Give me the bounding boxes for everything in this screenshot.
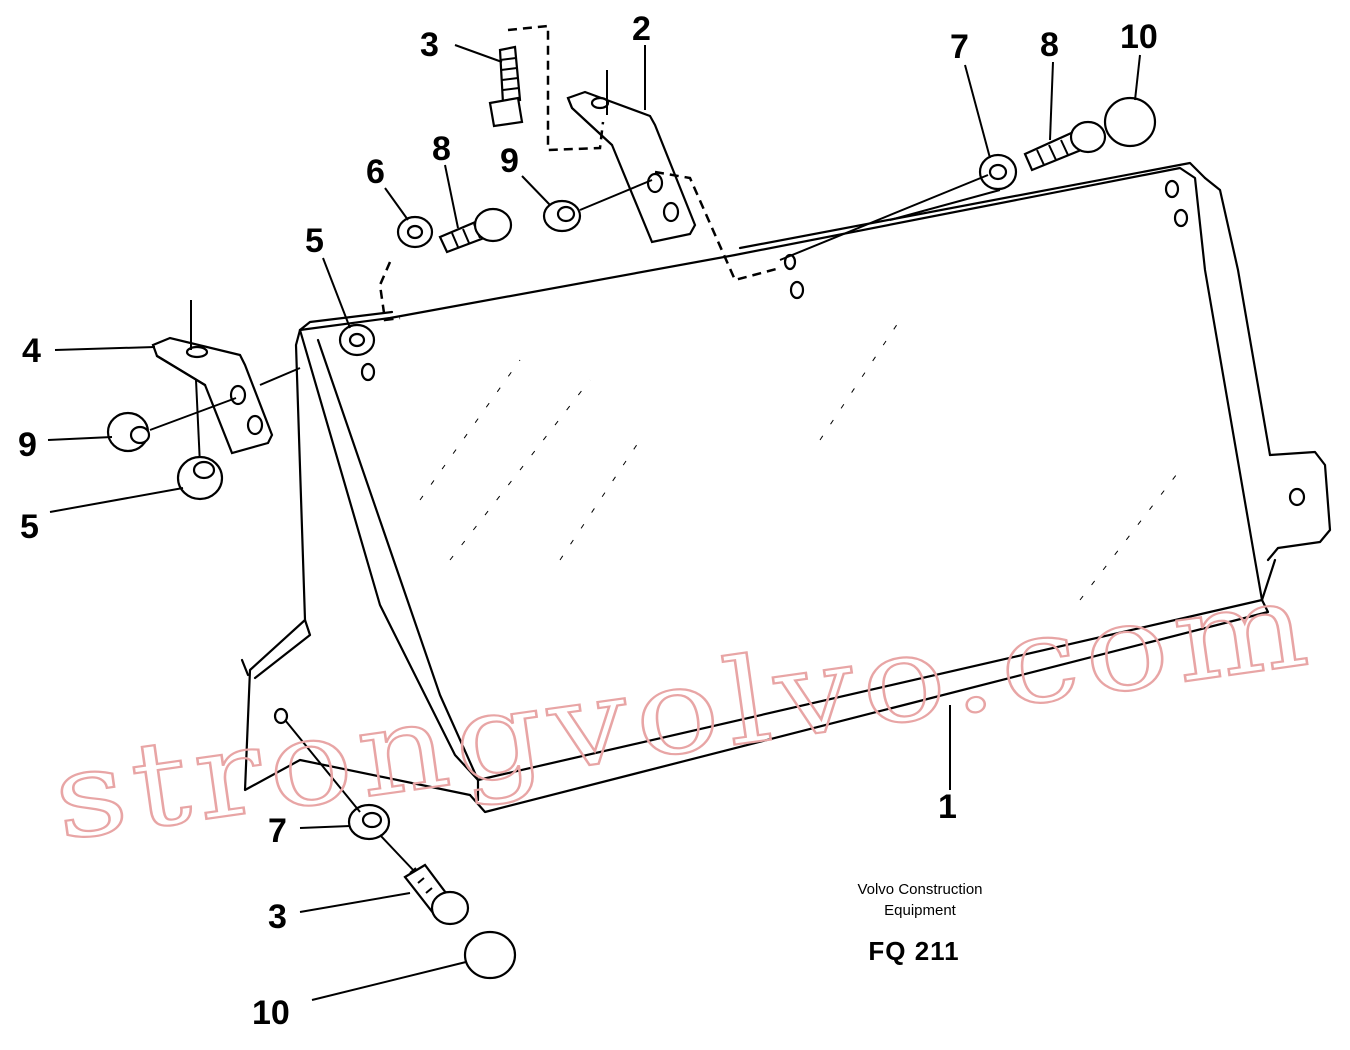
callout-label: 9 [500, 142, 519, 180]
callout-label: 3 [268, 898, 287, 936]
caption: Volvo Construction Equipment FQ 211 [857, 881, 982, 966]
callout-label: 2 [632, 10, 651, 48]
callout-label: 5 [305, 222, 324, 260]
callout-label: 1 [938, 788, 957, 826]
callout-label: 10 [252, 994, 290, 1032]
watermark-text: strongvolvo.com [45, 554, 1322, 867]
caption-company-line2: Equipment [884, 902, 957, 919]
bracket-left [151, 300, 274, 466]
watermark: strongvolvo.com [44, 553, 1323, 869]
callout-label: 10 [1120, 18, 1158, 56]
callout-label: 7 [268, 812, 287, 850]
callout-label: 7 [950, 28, 969, 66]
callout-label: 8 [432, 130, 451, 168]
callout-label: 8 [1040, 26, 1059, 64]
callout-label: 5 [20, 508, 39, 546]
callout-label: 3 [420, 26, 439, 64]
caption-company: Volvo Construction [857, 881, 982, 898]
fasteners [106, 45, 1157, 980]
callout-label: 9 [18, 426, 37, 464]
callout-label: 6 [366, 153, 385, 191]
leader-lines [47, 44, 1141, 1001]
bracket-upper [566, 70, 697, 244]
assembly-lines [149, 24, 1001, 873]
callout-label: 4 [22, 332, 41, 370]
figure-code: FQ 211 [868, 936, 959, 966]
callout-labels: 3 2 6 8 9 5 7 8 10 4 9 5 1 7 3 10 7 7 [18, 10, 1158, 1032]
